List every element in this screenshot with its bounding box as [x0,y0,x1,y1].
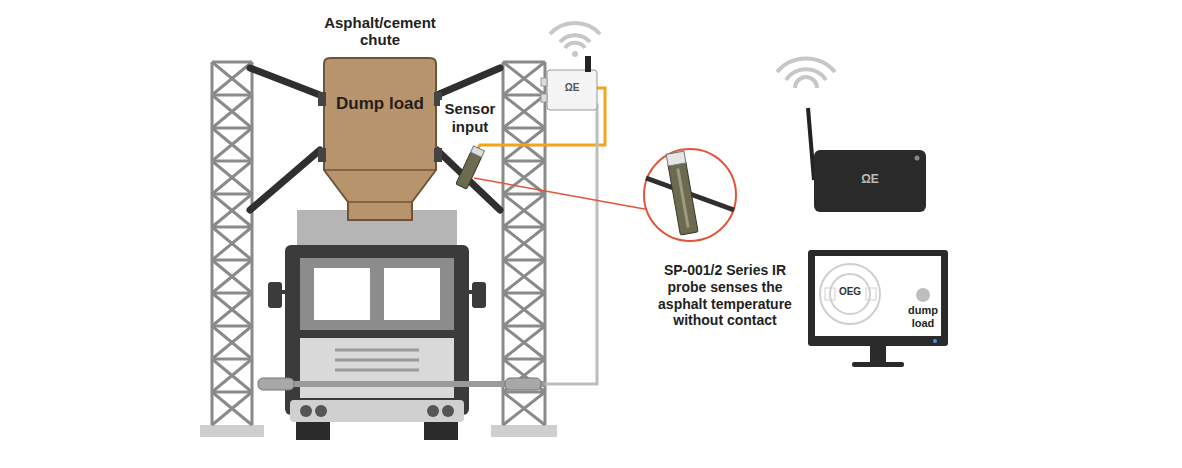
callout-text: SP-001/2 Series IR probe senses the asph… [650,262,800,329]
sensor-bar [258,378,545,390]
tower-footing [200,425,264,437]
lattice-tower [503,62,545,425]
ir-probe [456,146,485,189]
bar-wire [545,105,597,384]
node-heading: Asphalt/cement chute [305,14,455,49]
logo-mark: ΩE [558,82,586,94]
sensor-label: Sensor input [440,100,500,136]
hopper-node: Asphalt/cement chuteDump load [300,8,460,240]
wireless-receiver [777,59,926,212]
screen-label: dump load [900,304,946,330]
tower-footing [491,425,557,437]
monitor [808,250,948,367]
screen-label: OEG [830,286,870,298]
node-text: Dump load [335,94,425,114]
callout-circle [644,149,736,241]
wireless-transmitter [541,23,600,110]
callout-probe [646,151,734,235]
truck [268,210,486,440]
logo-mark: ΩE [853,172,887,186]
lattice-tower [212,62,252,425]
callout-leader [474,178,650,210]
